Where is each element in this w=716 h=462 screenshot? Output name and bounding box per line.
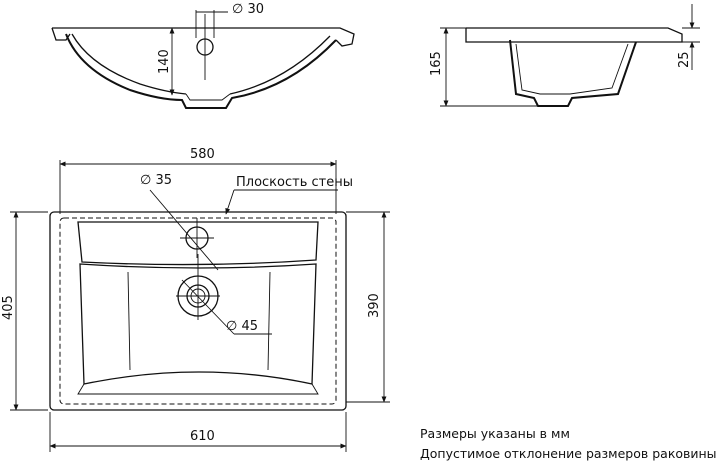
- wall-plane-label: Плоскость стены: [236, 175, 353, 190]
- drain-diameter-label: ∅ 45: [226, 319, 258, 334]
- faucet-hole-diameter-label: ∅ 35: [140, 173, 172, 188]
- side-rim-thickness-label: 25: [677, 51, 692, 68]
- overall-width-label: 580: [190, 147, 215, 162]
- side-height-label: 165: [429, 51, 444, 76]
- inner-depth-label: 390: [367, 293, 382, 318]
- side-section-view: [440, 4, 700, 107]
- front-section-view: [51, 10, 355, 109]
- overall-depth-label: 405: [1, 295, 16, 320]
- plan-view: [10, 160, 390, 452]
- tolerance-note: Допустимое отклонение размеров раковины …: [420, 446, 716, 461]
- front-hole-offset-label: 140: [157, 49, 172, 74]
- outer-width-label: 610: [190, 429, 215, 444]
- units-note: Размеры указаны в мм: [420, 426, 570, 441]
- front-hole-diameter-label: ∅ 30: [232, 2, 264, 17]
